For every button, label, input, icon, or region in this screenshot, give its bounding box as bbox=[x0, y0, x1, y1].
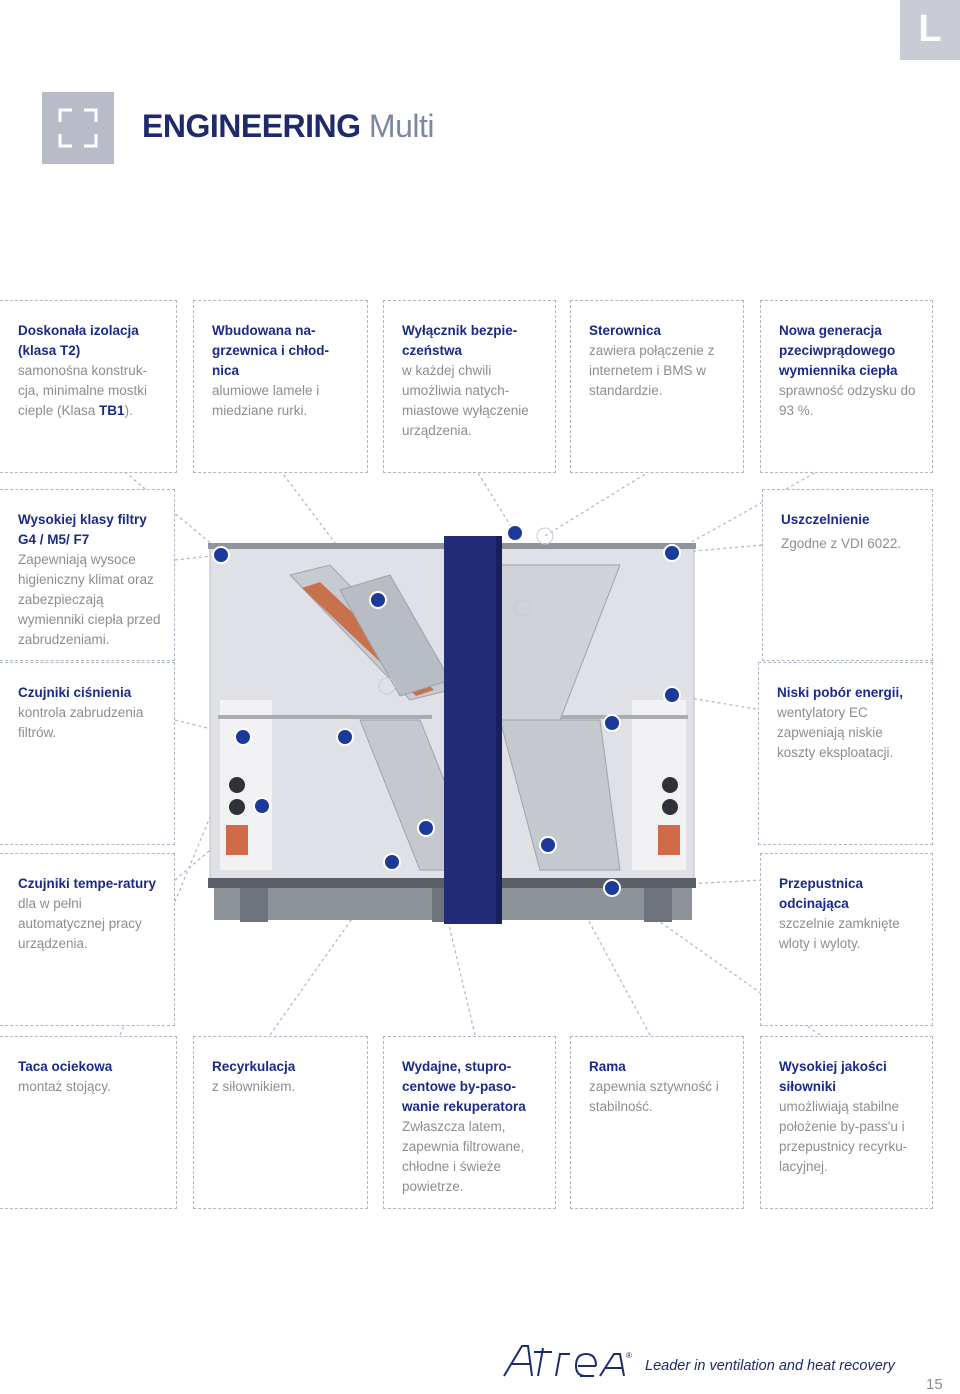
feature-uszczelnienie: Uszczelnienie Zgodne z VDI 6022. bbox=[762, 489, 933, 661]
feature-text: Zwłaszcza latem, zapewnia filtrowane, ch… bbox=[402, 1119, 525, 1194]
feature-rama: Rama zapewnia sztywność i stabilność. bbox=[570, 1036, 744, 1209]
marker-cisnienie bbox=[234, 728, 252, 746]
feature-text: umożliwiają stabilne położenie by-pass'u… bbox=[779, 1099, 908, 1174]
title-light: Multi bbox=[368, 108, 435, 144]
feature-heading: Taca ociekowa bbox=[18, 1059, 113, 1074]
feature-sterownica: Sterownica zawiera połączenie z internet… bbox=[570, 300, 744, 473]
feature-wylacznik: Wyłącznik bezpie-czeństwa w każdej chwil… bbox=[383, 300, 556, 473]
marker-wymiennik bbox=[663, 544, 681, 562]
feature-heading: Czujniki tempe-ratury bbox=[18, 876, 157, 891]
feature-heading: Przepustnica odcinająca bbox=[779, 876, 864, 911]
feature-heading: Rama bbox=[589, 1059, 626, 1074]
feature-energia: Niski pobór energii, wentylatory EC zapw… bbox=[758, 662, 933, 845]
feature-recyrkulacja: Recyrkulacja z siłownikiem. bbox=[193, 1036, 368, 1209]
feature-heading: Wbudowana na-grzewnica i chłod-nica bbox=[212, 323, 330, 378]
feature-heading: Nowa generacja pzeciwprądowego wymiennik… bbox=[779, 323, 898, 378]
feature-przepustnica: Przepustnica odcinająca szczelnie zamkni… bbox=[760, 853, 933, 1026]
feature-heading: Czujniki ciśnienia bbox=[18, 685, 132, 700]
callout-markers bbox=[212, 524, 681, 897]
section-icon bbox=[42, 92, 114, 164]
feature-text: samonośna konstruk-cja, minimalne mostki… bbox=[18, 361, 164, 421]
feature-heading: Wyłącznik bezpie-czeństwa bbox=[402, 323, 518, 358]
page-number: 15 bbox=[926, 1376, 943, 1393]
feature-cisnienie: Czujniki ciśnienia kontrola zabrudzenia … bbox=[0, 662, 175, 845]
title-bold: ENGINEERING bbox=[142, 108, 361, 144]
marker-filtry bbox=[336, 728, 354, 746]
feature-nagrzewnica: Wbudowana na-grzewnica i chłod-nica alum… bbox=[193, 300, 368, 473]
marker-uszczelnienie bbox=[212, 546, 230, 564]
feature-text: sprawność odzysku do 93 %. bbox=[779, 383, 916, 418]
feature-text: w każdej chwili umożliwia natych-miastow… bbox=[402, 363, 529, 438]
feature-text: wentylatory EC zapweniają niskie koszty … bbox=[777, 705, 894, 760]
feature-wymiennik: Nowa generacja pzeciwprądowego wymiennik… bbox=[760, 300, 933, 473]
marker-taca bbox=[383, 853, 401, 871]
feature-text: Zgodne z VDI 6022. bbox=[781, 536, 902, 551]
feature-silowniki: Wysokiej jakości siłowniki umożliwiają s… bbox=[760, 1036, 933, 1209]
feature-text: kontrola zabrudzenia filtrów. bbox=[18, 705, 144, 740]
feature-text: zapewnia sztywność i stabilność. bbox=[589, 1079, 719, 1114]
marker-recyrkulacja bbox=[539, 836, 557, 854]
atrea-logo-icon: ® bbox=[503, 1345, 632, 1377]
feature-heading: Niski pobór energii, bbox=[777, 685, 904, 700]
feature-heading: Wysokiej klasy filtry G4 / M5/ F7 bbox=[18, 512, 147, 547]
feature-text: szczelnie zamknięte wloty i wyloty. bbox=[779, 916, 900, 951]
feature-heading: Recyrkulacja bbox=[212, 1059, 296, 1074]
feature-taca: Taca ociekowa montaż stojący. bbox=[0, 1036, 177, 1209]
marker-przepustnica bbox=[603, 879, 621, 897]
tagline: Leader in ventilation and heat recovery bbox=[645, 1358, 895, 1374]
feature-heading: Wydajne, stupro-centowe by-paso-wanie re… bbox=[402, 1059, 526, 1114]
feature-bypass: Wydajne, stupro-centowe by-paso-wanie re… bbox=[383, 1036, 556, 1209]
feature-heading: Doskonała izolacja (klasa T2) bbox=[18, 323, 139, 358]
feature-text-bold: TB1 bbox=[99, 403, 125, 418]
feature-temperatura: Czujniki tempe-ratury dla w pełni automa… bbox=[0, 853, 175, 1026]
marker-energia bbox=[663, 686, 681, 704]
feature-heading: Sterownica bbox=[589, 323, 662, 338]
feature-text: zawiera połączenie z internetem i BMS w … bbox=[589, 343, 715, 398]
air-handling-unit bbox=[208, 536, 696, 924]
marker-silowniki bbox=[603, 714, 621, 732]
feature-heading: Uszczelnienie bbox=[781, 512, 870, 527]
svg-text:®: ® bbox=[626, 1351, 632, 1360]
feature-text: Zapewniają wysoce higieniczny klimat ora… bbox=[18, 552, 161, 647]
marker-przepustnica-a bbox=[417, 819, 435, 837]
marker-sterownica bbox=[536, 527, 554, 545]
feature-text: alumiowe lamele i miedziane rurki. bbox=[212, 383, 320, 418]
chapter-letter: L bbox=[918, 8, 942, 50]
feature-izolacja: Doskonała izolacja (klasa T2) samonośna … bbox=[0, 300, 177, 473]
feature-text: dla w pełni automatycznej pracy urządzen… bbox=[18, 896, 142, 951]
marker-rama bbox=[378, 677, 396, 695]
feature-text: z siłownikiem. bbox=[212, 1079, 296, 1094]
chapter-tab: L bbox=[900, 0, 960, 60]
marker-wylacznik bbox=[506, 524, 524, 542]
feature-heading: Wysokiej jakości siłowniki bbox=[779, 1059, 887, 1094]
feature-filtry: Wysokiej klasy filtry G4 / M5/ F7 Zapewn… bbox=[0, 489, 175, 661]
frame-corners-icon bbox=[58, 108, 98, 148]
page-title: ENGINEERING Multi bbox=[142, 108, 434, 145]
marker-izolacja bbox=[369, 591, 387, 609]
feature-text-c: ). bbox=[124, 403, 133, 418]
feature-text: montaż stojący. bbox=[18, 1079, 111, 1094]
brand-logo: ® bbox=[500, 1340, 635, 1387]
marker-temperatura bbox=[253, 797, 271, 815]
marker-bypass bbox=[514, 599, 532, 617]
feature-text-a: samonośna konstruk-cja, minimalne mostki… bbox=[18, 363, 148, 418]
